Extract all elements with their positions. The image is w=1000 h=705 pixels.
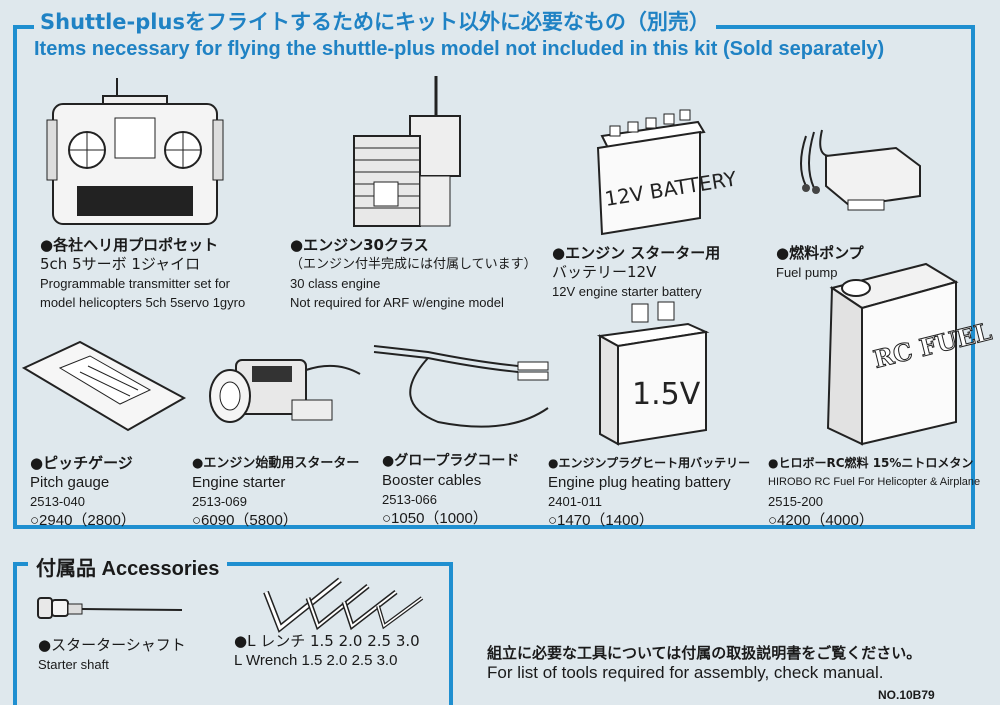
transmitter-illustration <box>45 78 225 228</box>
item-name-en: Engine starter <box>192 474 286 491</box>
item-boostercables-text: ●グロープラグコード Booster cables 2513-066 ○1050… <box>382 452 519 528</box>
accessory-name-en: Starter shaft <box>38 657 109 672</box>
item-engine-text: ●エンジン30クラス （エンジン付半完成には付属しています） 30 class … <box>290 236 537 312</box>
item-code: 2513-066 <box>382 492 437 507</box>
item-note-jp: （エンジン付半完成には付属しています） <box>290 257 537 272</box>
booster-cables-illustration <box>368 332 558 442</box>
item-code: 2513-040 <box>30 494 85 509</box>
accessory-name-jp: ●L レンチ 1.5 2.0 2.5 3.0 <box>234 632 420 650</box>
item-price: ○6090（5800） <box>192 512 298 529</box>
accessory-wrench-text: ●L レンチ 1.5 2.0 2.5 3.0 L Wrench 1.5 2.0 … <box>234 632 420 670</box>
item-price: ○1050（1000） <box>382 510 488 527</box>
item-name-en: Programmable transmitter set for <box>40 276 231 291</box>
item-rcfuel-text: ●ヒロボーRC燃料 15%ニトロメタン HIROBO RC Fuel For H… <box>768 454 980 530</box>
item-pitchgauge-text: ●ピッチゲージ Pitch gauge 2513-040 ○2940（2800） <box>30 454 136 530</box>
item-name-jp: ●各社ヘリ用プロポセット <box>40 236 219 254</box>
item-fuelpump-text: ●燃料ポンプ Fuel pump <box>776 244 864 282</box>
battery-1-5v-illustration: 1.5V <box>592 302 712 446</box>
item-name-en: Fuel pump <box>776 265 838 280</box>
item-name-en: 12V engine starter battery <box>552 284 702 299</box>
item-name-jp: ●ピッチゲージ <box>30 454 133 472</box>
item-spec-en: model helicopters 5ch 5servo 1gyro <box>40 295 246 310</box>
accessories-title: 付属品 Accessories <box>28 552 228 581</box>
item-price: ○2940（2800） <box>30 512 136 529</box>
item-starter-text: ●エンジン始動用スターター Engine starter 2513-069 ○6… <box>192 454 359 530</box>
item-note-en: Not required for ARF w/engine model <box>290 295 504 310</box>
accessory-name-en: L Wrench 1.5 2.0 2.5 3.0 <box>234 652 398 669</box>
item-name-jp: ●グロープラグコード <box>382 453 520 469</box>
accessories-frame <box>13 562 453 705</box>
item-name-jp-2: バッテリー12V <box>552 263 657 281</box>
note-english: For list of tools required for assembly,… <box>487 663 884 682</box>
l-wrench-illustration <box>258 572 448 632</box>
rc-fuel-can-illustration: RC FUEL <box>816 258 995 448</box>
item-spec-jp: 5ch 5サーボ 1ジャイロ <box>40 255 201 273</box>
battery-1-5v-label: 1.5V <box>632 377 701 412</box>
item-name-jp: ●エンジン スターター用 <box>552 244 721 262</box>
item-price: ○4200（4000） <box>768 512 874 529</box>
accessory-shaft-text: ●スターターシャフト Starter shaft <box>38 636 186 674</box>
note-japanese: 組立に必要な工具については付属の取扱説明書をご覧ください。 <box>487 644 922 662</box>
item-plugbattery-text: ●エンジンプラグヒート用バッテリー Engine plug heating ba… <box>548 454 750 530</box>
item-name-jp: ●ヒロボーRC燃料 15%ニトロメタン <box>768 456 974 470</box>
item-code: 2401-011 <box>548 494 602 509</box>
item-name-en: 30 class engine <box>290 276 381 291</box>
item-name-jp: ●燃料ポンプ <box>776 244 864 262</box>
item-code: 2515-200 <box>768 494 823 509</box>
accessory-name-jp: ●スターターシャフト <box>38 636 186 654</box>
item-name-en: Engine plug heating battery <box>548 474 731 491</box>
item-transmitter-text: ●各社ヘリ用プロポセット 5ch 5サーボ 1ジャイロ Programmable… <box>40 236 245 312</box>
item-battery12v-text: ●エンジン スターター用 バッテリー12V 12V engine starter… <box>552 244 720 301</box>
title-english: Items necessary for flying the shuttle-p… <box>34 38 885 60</box>
pitch-gauge-illustration <box>20 338 188 438</box>
battery-12v-illustration: 12V BATTERY <box>588 96 739 236</box>
fuel-pump-illustration <box>786 126 926 226</box>
item-code: 2513-069 <box>192 494 247 509</box>
item-name-jp: ●エンジン30クラス <box>290 236 429 254</box>
item-name-jp: ●エンジン始動用スターター <box>192 456 360 471</box>
item-name-jp: ●エンジンプラグヒート用バッテリー <box>548 456 751 470</box>
item-name-en: HIROBO RC Fuel For Helicopter & Airplane <box>768 476 981 488</box>
document-number: NO.10B79 <box>878 688 935 702</box>
item-name-en: Booster cables <box>382 472 482 489</box>
item-price: ○1470（1400） <box>548 512 654 529</box>
item-name-en: Pitch gauge <box>30 474 110 491</box>
engine-starter-illustration <box>196 340 362 440</box>
title-japanese: Shuttle-plusをフライトするためにキット以外に必要なもの（別売） <box>34 6 716 36</box>
engine-illustration <box>350 76 470 236</box>
starter-shaft-illustration <box>36 594 186 622</box>
